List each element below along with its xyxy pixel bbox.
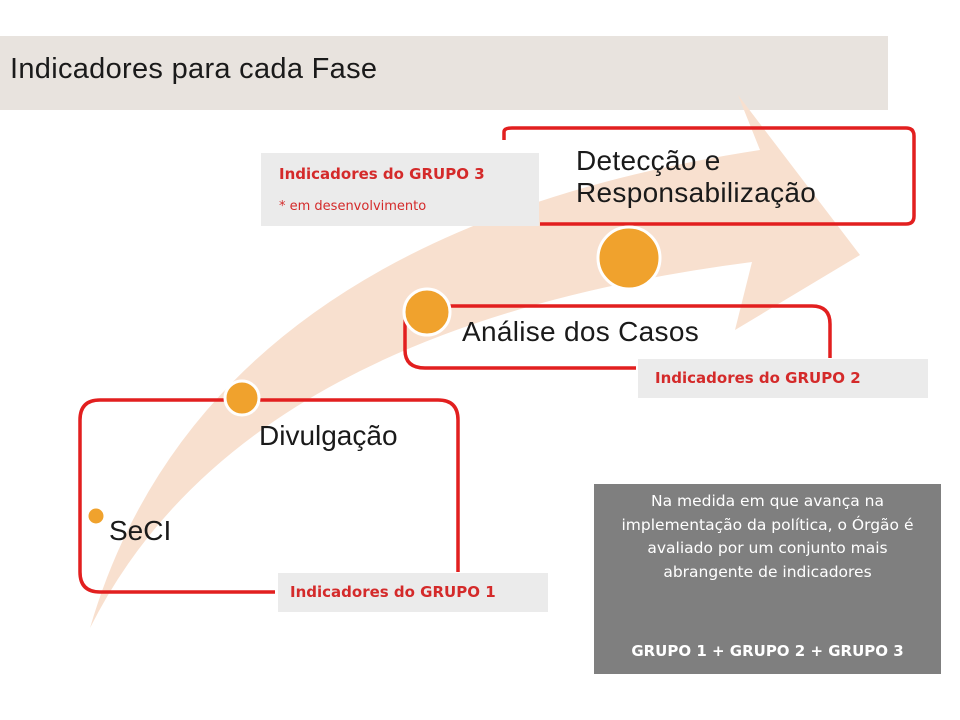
info-total: GRUPO 1 + GRUPO 2 + GRUPO 3	[631, 642, 904, 660]
dot-secl	[85, 505, 107, 527]
grupo1-label: Indicadores do GRUPO 1	[290, 583, 496, 601]
stage-secl-label: SeCI	[109, 515, 172, 546]
frame-grupo3	[502, 126, 916, 226]
grupo1-box: Indicadores do GRUPO 1	[278, 573, 548, 612]
stage-divulgacao-label: Divulgação	[259, 420, 398, 451]
grupo2-label: Indicadores do GRUPO 2	[655, 369, 861, 387]
info-box: Na medida em que avança na implementação…	[594, 484, 941, 674]
grupo2-box: Indicadores do GRUPO 2	[638, 359, 928, 398]
grupo3-label: Indicadores do GRUPO 3	[279, 165, 485, 183]
info-text: Na medida em que avança na implementação…	[621, 492, 914, 581]
stage-deteccao-text: Detecção e Responsabilização	[576, 145, 817, 208]
dot-analise	[402, 287, 452, 337]
dot-divulgacao	[223, 379, 261, 417]
grupo3-box: Indicadores do GRUPO 3 * em desenvolvime…	[261, 153, 539, 226]
stage-deteccao-label: Detecção e Responsabilização	[576, 145, 876, 209]
dot-deteccao	[596, 225, 662, 291]
frame-grupo1	[78, 398, 460, 594]
page-title: Indicadores para cada Fase	[10, 53, 378, 85]
progress-arrow	[90, 95, 860, 628]
stage-analise-label: Análise dos Casos	[462, 316, 700, 347]
grupo3-note: * em desenvolvimento	[279, 199, 427, 214]
